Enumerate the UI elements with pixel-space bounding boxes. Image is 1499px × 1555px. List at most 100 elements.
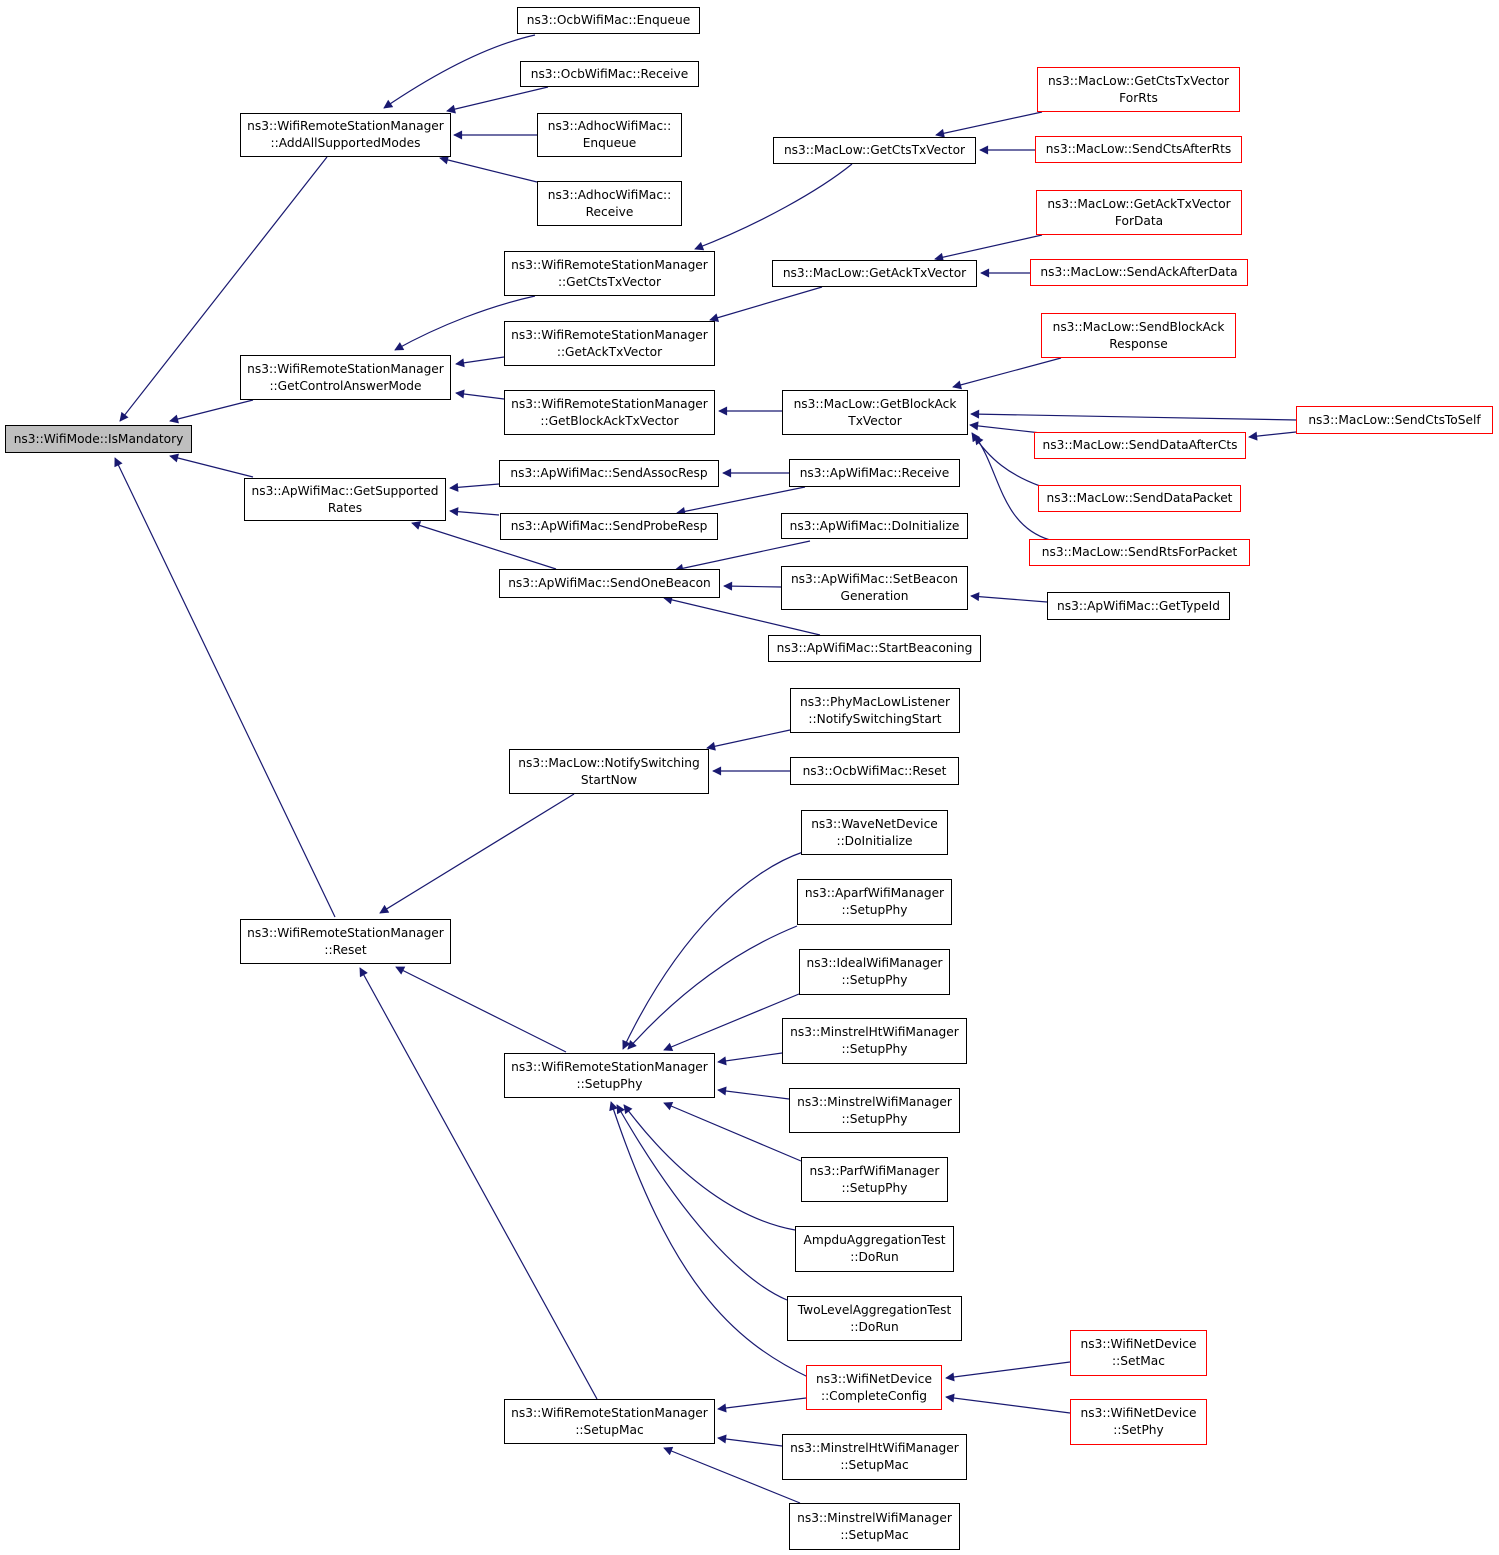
node-mlgack[interactable]: ns3::MacLow::GetAckTxVector — [772, 260, 977, 287]
edge-39 — [627, 925, 798, 1050]
node-pmlnss[interactable]: ns3::PhyMacLowListener::NotifySwitchingS… — [790, 688, 960, 733]
node-idealsp[interactable]: ns3::IdealWifiManager::SetupPhy — [799, 949, 950, 995]
node-label-line: ::GetControlAnswerMode — [269, 378, 422, 393]
edge-26 — [969, 421, 1042, 434]
edge-13 — [411, 521, 557, 570]
edge-1 — [169, 399, 254, 424]
edge-27 — [971, 432, 1041, 487]
node-label-line: ForRts — [1119, 90, 1158, 105]
node-adhocrecv[interactable]: ns3::AdhocWifiMac::Receive — [537, 181, 682, 226]
node-label-line: ns3::MacLow::GetCtsTxVector — [783, 143, 966, 157]
node-rreset[interactable]: ns3::WifiRemoteStationManager::Reset — [240, 919, 451, 964]
node-mlscts[interactable]: ns3::MacLow::SendCtsToSelf — [1296, 406, 1493, 434]
node-label-line: ns3::MacLow::SendDataAfterCts — [1042, 438, 1238, 452]
node-label-line: ns3::WifiRemoteStationManager — [247, 119, 444, 133]
edge-45 — [616, 1104, 788, 1301]
edge-48 — [717, 1434, 783, 1447]
node-gcam[interactable]: ns3::WifiRemoteStationManager::GetContro… — [240, 355, 451, 400]
node-wndcc[interactable]: ns3::WifiNetDevice::CompleteConfig — [806, 1365, 942, 1410]
node-label-line: ns3::WifiRemoteStationManager — [511, 327, 708, 342]
node-wnddoi[interactable]: ns3::WaveNetDevice::DoInitialize — [801, 810, 948, 855]
node-mlgcts[interactable]: ns3::MacLow::GetCtsTxVector — [773, 137, 976, 164]
node-mlscar[interactable]: ns3::MacLow::SendCtsAfterRts — [1035, 136, 1242, 163]
node-wndsp[interactable]: ns3::WifiNetDevice::SetPhy — [1070, 1399, 1207, 1445]
node-label-line: ::SetupMac — [575, 1422, 644, 1437]
node-ocbreset[interactable]: ns3::OcbWifiMac::Reset — [790, 757, 959, 785]
node-mlsdp[interactable]: ns3::MacLow::SendDataPacket — [1038, 485, 1241, 512]
node-rsphy[interactable]: ns3::WifiRemoteStationManager::SetupPhy — [504, 1053, 715, 1098]
node-mlsdac[interactable]: ns3::MacLow::SendDataAfterCts — [1034, 432, 1246, 459]
node-label-line: ns3::AdhocWifiMac:: — [547, 187, 672, 202]
node-label-line: ::SetupPhy — [841, 1111, 908, 1126]
node-aparfsp[interactable]: ns3::AparfWifiManager::SetupPhy — [797, 879, 952, 925]
node-label-line: TwoLevelAggregationTest — [797, 1302, 952, 1317]
edge-29 — [1248, 431, 1297, 441]
node-rgback[interactable]: ns3::WifiRemoteStationManager::GetBlockA… — [504, 390, 715, 435]
node-label-line: ns3::ApWifiMac::SetBeacon — [790, 572, 959, 586]
node-label-line: StartNow — [580, 772, 638, 787]
node-apsob[interactable]: ns3::ApWifiMac::SendOneBeacon — [499, 569, 720, 598]
node-aasm[interactable]: ns3::WifiRemoteStationManager::AddAllSup… — [240, 113, 451, 157]
node-label-line: ns3::MinstrelHtWifiManager — [790, 1025, 959, 1039]
node-twolvl[interactable]: TwoLevelAggregationTest::DoRun — [787, 1296, 962, 1341]
node-label-line: ns3::PhyMacLowListener — [799, 694, 951, 709]
node-apspr[interactable]: ns3::ApWifiMac::SendProbeResp — [500, 513, 718, 540]
node-minsp[interactable]: ns3::MinstrelWifiManager::SetupPhy — [789, 1088, 960, 1133]
edge-10 — [455, 389, 505, 400]
node-adhocenq[interactable]: ns3::AdhocWifiMac::Enqueue — [537, 113, 682, 157]
node-label-line: ns3::WifiRemoteStationManager — [511, 396, 708, 411]
node-label-line: ns3::IdealWifiManager — [806, 956, 943, 970]
node-label-line: ns3::MacLow::SendDataPacket — [1046, 491, 1233, 505]
node-apsar[interactable]: ns3::ApWifiMac::SendAssocResp — [499, 460, 719, 487]
node-mlsrfp[interactable]: ns3::MacLow::SendRtsForPacket — [1029, 539, 1250, 566]
edge-0 — [119, 156, 328, 422]
node-label-line: ns3::WifiRemoteStationManager — [511, 1059, 708, 1074]
node-rgack[interactable]: ns3::WifiRemoteStationManager::GetAckTxV… — [504, 321, 715, 366]
node-label-line: ::SetupPhy — [841, 973, 908, 987]
node-root[interactable]: ns3::WifiMode::IsMandatory — [5, 425, 192, 453]
node-ampdu[interactable]: AmpduAggregationTest::DoRun — [795, 1226, 954, 1272]
node-label-line: ns3::OcbWifiMac::Reset — [802, 763, 947, 778]
node-wndsm[interactable]: ns3::WifiNetDevice::SetMac — [1070, 1330, 1207, 1376]
node-rgcts[interactable]: ns3::WifiRemoteStationManager::GetCtsTxV… — [504, 251, 715, 296]
node-rsmac[interactable]: ns3::WifiRemoteStationManager::SetupMac — [504, 1399, 715, 1444]
node-minsm[interactable]: ns3::MinstrelWifiManager::SetupMac — [789, 1503, 960, 1550]
edge-47 — [717, 1397, 807, 1413]
edge-16 — [359, 967, 598, 1400]
node-label-line: ns3::ParfWifiManager — [809, 1163, 940, 1178]
node-apstb[interactable]: ns3::ApWifiMac::StartBeaconing — [768, 635, 981, 662]
node-label-line: ::GetCtsTxVector — [557, 274, 662, 289]
node-mlsaad[interactable]: ns3::MacLow::SendAckAfterData — [1030, 259, 1248, 286]
node-label-line: ns3::MacLow::GetAckTxVector — [1047, 196, 1231, 211]
node-mhtsm[interactable]: ns3::MinstrelHtWifiManager::SetupMac — [782, 1434, 967, 1480]
node-aprecv[interactable]: ns3::ApWifiMac::Receive — [789, 459, 960, 487]
node-ocbenq[interactable]: ns3::OcbWifiMac::Enqueue — [517, 7, 700, 34]
node-label-line: ::SetupPhy — [841, 1180, 908, 1195]
edge-2 — [169, 453, 254, 478]
node-parfsp[interactable]: ns3::ParfWifiManager::SetupPhy — [801, 1157, 948, 1202]
node-label-line: ns3::MacLow::SendCtsAfterRts — [1045, 142, 1232, 156]
node-label-line: ns3::MacLow::SendAckAfterData — [1040, 265, 1238, 279]
node-label-line: ::SetMac — [1112, 1354, 1165, 1368]
node-apdoi[interactable]: ns3::ApWifiMac::DoInitialize — [781, 513, 968, 539]
edge-14 — [379, 793, 575, 914]
node-apgti[interactable]: ns3::ApWifiMac::GetTypeId — [1047, 592, 1230, 620]
node-label-line: ns3::ApWifiMac::Receive — [799, 465, 950, 480]
node-label-line: ::GetAckTxVector — [556, 344, 663, 359]
node-label-line: Rates — [327, 500, 363, 515]
node-mhtsp[interactable]: ns3::MinstrelHtWifiManager::SetupPhy — [782, 1018, 967, 1064]
edge-3 — [114, 457, 336, 918]
node-label-line: Receive — [585, 204, 634, 219]
edge-38 — [622, 851, 804, 1050]
node-label-line: ::SetupMac — [840, 1527, 909, 1542]
node-ocbrecv[interactable]: ns3::OcbWifiMac::Receive — [520, 61, 699, 87]
node-label-line: ::SetPhy — [1113, 1423, 1164, 1437]
